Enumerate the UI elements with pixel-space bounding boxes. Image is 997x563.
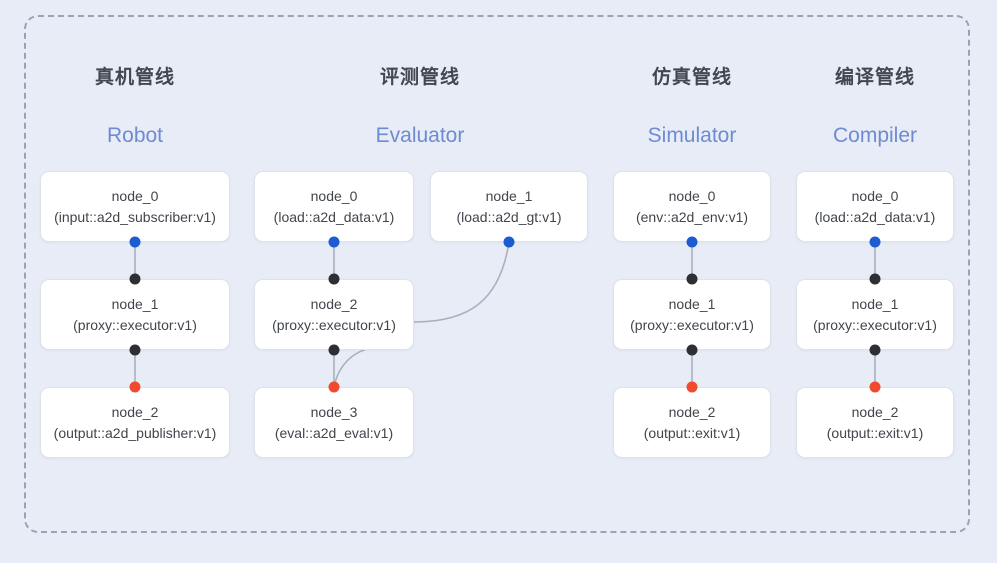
port-output-simulator-0[interactable] bbox=[686, 236, 698, 248]
wire-gt-to-executor bbox=[413, 241, 510, 323]
node-name: node_0 bbox=[851, 187, 899, 204]
node-name: node_0 bbox=[111, 187, 159, 204]
node-name: node_3 bbox=[310, 403, 358, 420]
node-name: node_0 bbox=[668, 187, 716, 204]
node-compiler-1[interactable]: node_1 (proxy::executor:v1) bbox=[796, 279, 954, 350]
column-title-compiler: 编译管线 bbox=[834, 67, 915, 88]
node-spec: (env::a2d_env:v1) bbox=[635, 208, 749, 225]
port-output-robot-1[interactable] bbox=[129, 344, 141, 356]
column-subtitle-simulator: Simulator bbox=[647, 124, 737, 147]
column-title-evaluator: 评测管线 bbox=[379, 67, 460, 88]
column-title-robot: 真机管线 bbox=[94, 67, 175, 88]
wire-executor-to-eval bbox=[333, 347, 372, 388]
column-subtitle-robot: Robot bbox=[106, 124, 164, 147]
node-spec: (proxy::executor:v1) bbox=[630, 316, 754, 333]
port-output-robot-0[interactable] bbox=[129, 236, 141, 248]
port-input-robot-1[interactable] bbox=[129, 273, 141, 285]
port-output-compiler-0[interactable] bbox=[869, 236, 881, 248]
node-spec: (output::exit:v1) bbox=[643, 424, 741, 441]
node-spec: (proxy::executor:v1) bbox=[272, 316, 396, 333]
column-subtitle-compiler: Compiler bbox=[832, 124, 918, 147]
node-compiler-0[interactable]: node_0 (load::a2d_data:v1) bbox=[796, 171, 954, 242]
node-spec: (proxy::executor:v1) bbox=[813, 316, 937, 333]
node-simulator-0[interactable]: node_0 (env::a2d_env:v1) bbox=[613, 171, 771, 242]
node-spec: (eval::a2d_eval:v1) bbox=[274, 424, 394, 441]
node-name: node_2 bbox=[851, 403, 899, 420]
node-evaluator-gt[interactable]: node_1 (load::a2d_gt:v1) bbox=[430, 171, 588, 242]
node-evaluator-2[interactable]: node_3 (eval::a2d_eval:v1) bbox=[254, 387, 414, 458]
node-spec: (proxy::executor:v1) bbox=[73, 316, 197, 333]
port-input-simulator-2[interactable] bbox=[686, 381, 698, 393]
port-output-evaluator-0[interactable] bbox=[328, 236, 340, 248]
port-output-compiler-1[interactable] bbox=[869, 344, 881, 356]
node-spec: (output::exit:v1) bbox=[826, 424, 924, 441]
node-robot-2[interactable]: node_2 (output::a2d_publisher:v1) bbox=[40, 387, 230, 458]
node-evaluator-1[interactable]: node_2 (proxy::executor:v1) bbox=[254, 279, 414, 350]
port-input-robot-2[interactable] bbox=[129, 381, 141, 393]
node-robot-0[interactable]: node_0 (input::a2d_subscriber:v1) bbox=[40, 171, 230, 242]
node-name: node_1 bbox=[851, 295, 899, 312]
node-spec: (load::a2d_data:v1) bbox=[273, 208, 395, 225]
node-name: node_0 bbox=[310, 187, 358, 204]
port-input-compiler-1[interactable] bbox=[869, 273, 881, 285]
port-input-compiler-2[interactable] bbox=[869, 381, 881, 393]
node-name: node_2 bbox=[111, 403, 159, 420]
port-input-simulator-1[interactable] bbox=[686, 273, 698, 285]
port-output-simulator-1[interactable] bbox=[686, 344, 698, 356]
port-input-evaluator-2[interactable] bbox=[328, 381, 340, 393]
port-output-evaluator-gt[interactable] bbox=[503, 236, 515, 248]
node-spec: (load::a2d_gt:v1) bbox=[456, 208, 562, 225]
node-name: node_1 bbox=[668, 295, 716, 312]
node-name: node_1 bbox=[111, 295, 159, 312]
column-subtitle-evaluator: Evaluator bbox=[375, 124, 465, 147]
port-input-evaluator-1[interactable] bbox=[328, 273, 340, 285]
node-evaluator-0[interactable]: node_0 (load::a2d_data:v1) bbox=[254, 171, 414, 242]
node-simulator-1[interactable]: node_1 (proxy::executor:v1) bbox=[613, 279, 771, 350]
node-spec: (input::a2d_subscriber:v1) bbox=[54, 208, 216, 225]
port-output-evaluator-1[interactable] bbox=[328, 344, 340, 356]
node-simulator-2[interactable]: node_2 (output::exit:v1) bbox=[613, 387, 771, 458]
node-spec: (load::a2d_data:v1) bbox=[814, 208, 936, 225]
node-name: node_1 bbox=[485, 187, 533, 204]
node-robot-1[interactable]: node_1 (proxy::executor:v1) bbox=[40, 279, 230, 350]
node-name: node_2 bbox=[668, 403, 716, 420]
node-name: node_2 bbox=[310, 295, 358, 312]
node-compiler-2[interactable]: node_2 (output::exit:v1) bbox=[796, 387, 954, 458]
column-title-simulator: 仿真管线 bbox=[651, 67, 732, 88]
node-spec: (output::a2d_publisher:v1) bbox=[53, 424, 217, 441]
